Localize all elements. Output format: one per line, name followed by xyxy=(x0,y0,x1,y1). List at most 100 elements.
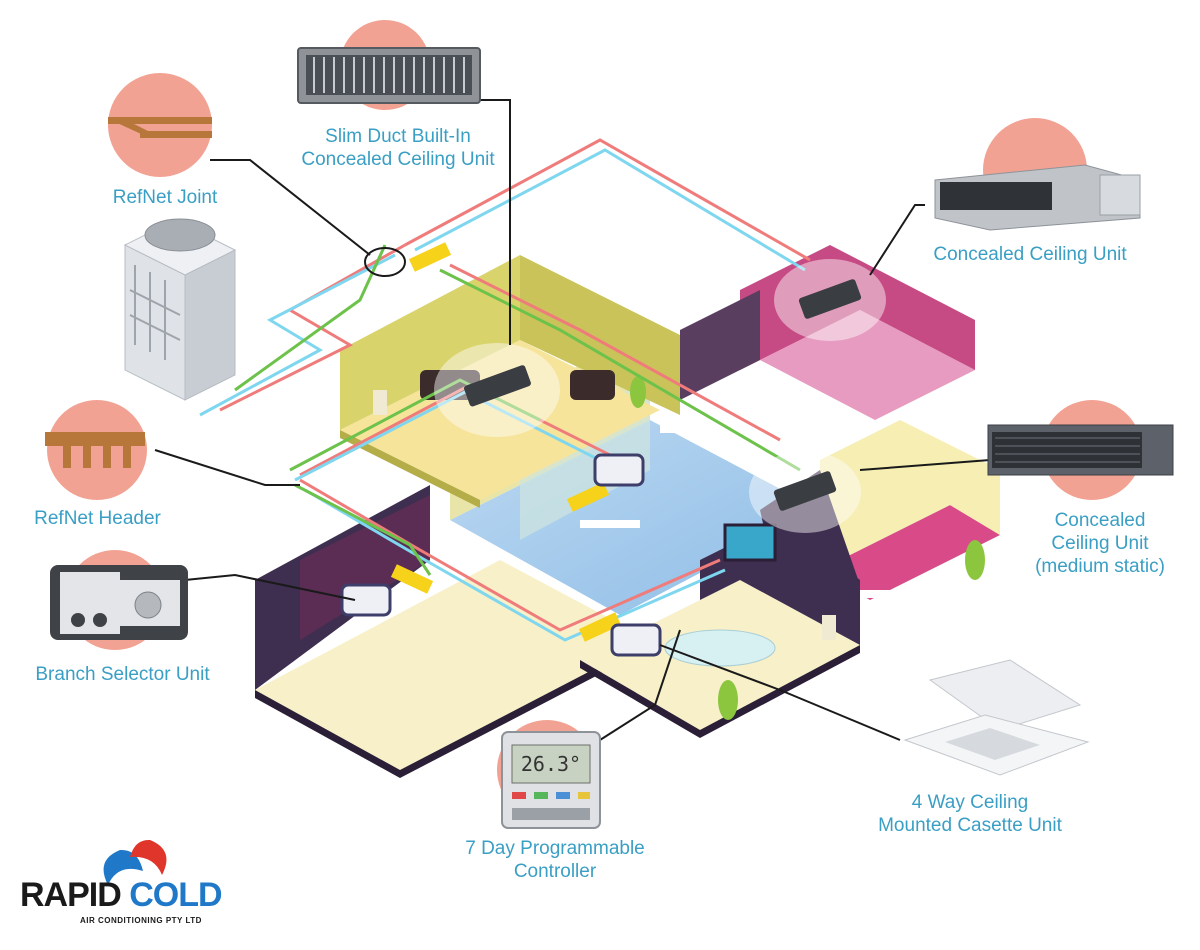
selector-valve xyxy=(134,591,162,619)
brand-name-rapid: RAPID xyxy=(20,876,122,914)
leader-medium-static xyxy=(859,459,991,471)
room-bottom-edge xyxy=(580,660,700,738)
medium-face xyxy=(992,432,1142,468)
floor-lamp xyxy=(373,390,387,415)
controller-button-blue xyxy=(556,792,570,799)
pipe-green-header xyxy=(294,483,432,576)
room-left-wall-shade xyxy=(300,495,430,640)
label-controller-line2: Controller xyxy=(513,861,597,882)
slim-duct-icon xyxy=(297,20,481,110)
selector-knob xyxy=(71,613,85,627)
desk xyxy=(580,520,640,528)
branch-box xyxy=(578,612,622,642)
room-left-side-edge xyxy=(400,640,650,778)
duct-slats xyxy=(313,57,465,93)
header-stub xyxy=(63,446,71,468)
refnet-joint-icon xyxy=(108,73,212,177)
leader-branch-selector xyxy=(184,573,356,601)
brand-logo-mark xyxy=(103,839,167,885)
header-stub xyxy=(83,446,91,468)
concealed-unit-icon xyxy=(798,279,862,319)
label-slim-duct-line1: Slim Duct Built-In xyxy=(325,126,471,147)
label-cassette-line2: Mounted Casette Unit xyxy=(878,815,1062,836)
pipe-red-to-concealed xyxy=(404,138,811,262)
label-refnet-header: RefNet Header xyxy=(34,508,161,529)
label-controller-line1: 7 Day Programmable xyxy=(465,838,645,859)
room-left-floor xyxy=(255,560,650,770)
label-concealed-medium-line3: (medium static) xyxy=(1035,556,1165,577)
leader-refnet-header xyxy=(154,449,300,486)
tv-screen xyxy=(723,523,777,562)
label-concealed-medium: Concealed Ceiling Unit (medium static) xyxy=(1010,509,1190,578)
controller-screen xyxy=(511,744,591,784)
medium-static-unit-icon xyxy=(773,471,837,511)
concealed-box xyxy=(1099,174,1141,216)
label-slim-duct-line2: Concealed Ceiling Unit xyxy=(301,149,495,170)
logo-swirl-red xyxy=(130,839,167,875)
meeting-table xyxy=(664,629,776,667)
pipe-red-header xyxy=(299,478,721,632)
branch-box xyxy=(566,482,610,512)
controller-button-green xyxy=(534,792,548,799)
isometric-building xyxy=(255,245,1000,778)
cassette-grille xyxy=(945,728,1040,760)
four-way-cassette-icon xyxy=(903,659,1090,776)
header-stub xyxy=(103,446,111,468)
refrigerant-pipes xyxy=(199,138,811,642)
branch-box xyxy=(390,564,434,594)
concealed-face xyxy=(940,182,1052,210)
pipe-red-branch xyxy=(449,263,781,442)
room-right-back-wall xyxy=(740,245,975,370)
desk xyxy=(660,425,730,433)
room-top-edge xyxy=(340,430,480,508)
controller-button-red xyxy=(512,792,526,799)
pipe-green-down xyxy=(289,378,541,472)
refnet-header-icon xyxy=(45,400,147,500)
medium-static-unit-icon xyxy=(987,400,1174,500)
brand-subtitle: AIR CONDITIONING PTY LTD xyxy=(80,916,202,925)
outdoor-unit-fan xyxy=(144,218,216,252)
selector-knob xyxy=(93,613,107,627)
pipe-blue-loop xyxy=(199,253,396,417)
room-middle-floor xyxy=(450,420,820,615)
slim-duct-unit-icon xyxy=(464,365,531,407)
medium-slats xyxy=(995,437,1140,463)
joint-pipe xyxy=(140,131,212,138)
controller-button-yellow xyxy=(578,792,590,799)
label-concealed-medium-line2: Ceiling Unit xyxy=(1051,533,1149,554)
plant xyxy=(965,540,985,580)
room-right-left-wall xyxy=(680,290,760,400)
cassette-icon xyxy=(340,583,392,617)
leader-cassette xyxy=(659,644,901,741)
room-right-floor xyxy=(760,310,975,420)
label-concealed-ceiling: Concealed Ceiling Unit xyxy=(933,244,1127,265)
branch-selector-icon xyxy=(50,550,188,650)
cassette-icon xyxy=(610,623,662,657)
room-lower-right-back-wall xyxy=(820,420,1000,570)
outdoor-unit-side xyxy=(184,249,236,401)
room-left-front-edge xyxy=(255,690,400,778)
plant xyxy=(630,376,646,408)
controller-display: 26.3° xyxy=(521,752,581,776)
joint-branch xyxy=(115,117,150,138)
pipe-green-joint xyxy=(234,244,387,392)
branch-box xyxy=(408,242,452,272)
selector-panel xyxy=(60,572,120,634)
brand-name: RAPID COLD xyxy=(20,876,223,915)
salmon-circle xyxy=(47,400,147,500)
pipe-blue-to-concealed xyxy=(414,148,806,272)
leader-concealed xyxy=(869,204,925,276)
label-refnet-joint: RefNet Joint xyxy=(112,187,218,208)
joint-pipe xyxy=(108,117,212,124)
label-cassette-line1: 4 Way Ceiling xyxy=(911,792,1029,813)
sofa xyxy=(570,370,615,400)
room-lower-right-floor xyxy=(820,505,1000,600)
callout-lines xyxy=(154,99,991,741)
header-bar xyxy=(45,432,145,446)
leader-slim-duct xyxy=(480,99,511,345)
ceiling-unit-highlights xyxy=(340,247,886,657)
logo-swirl-blue xyxy=(103,849,143,885)
label-slim-duct: Slim Duct Built-In Concealed Ceiling Uni… xyxy=(268,125,528,171)
cassette-top xyxy=(928,659,1082,731)
